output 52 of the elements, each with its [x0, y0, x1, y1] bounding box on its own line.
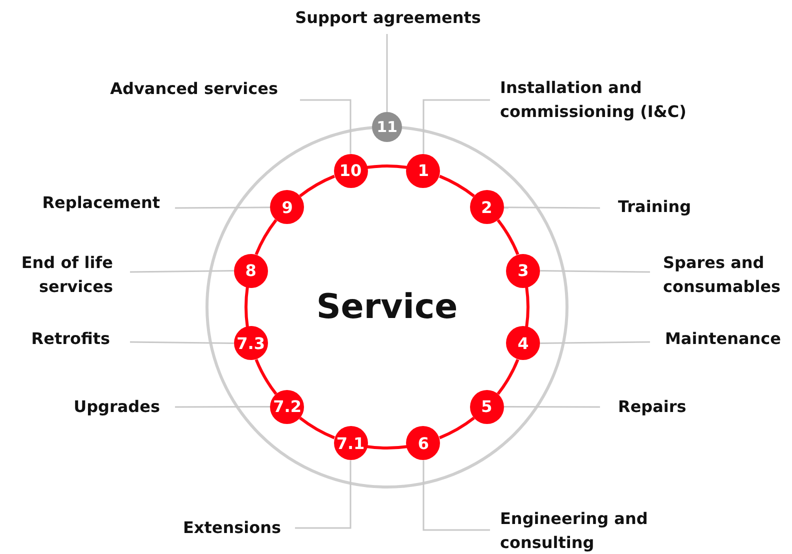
- leader-line: [295, 460, 352, 529]
- ring-arc: [496, 359, 520, 395]
- number-circle: 3: [506, 254, 540, 288]
- leader-line: [422, 99, 490, 154]
- leader-line: [540, 270, 650, 273]
- service-label: Spares and consumables: [663, 251, 788, 299]
- leader-line: [504, 206, 600, 209]
- leader-line: [175, 406, 270, 408]
- ring-arc: [496, 219, 520, 255]
- ring-arc: [525, 287, 530, 327]
- ring-arc: [439, 174, 475, 198]
- ring-arc: [299, 174, 335, 198]
- number-circle: 4: [506, 326, 540, 360]
- service-label: Extensions: [141, 516, 281, 540]
- service-label: End of life services: [0, 251, 113, 299]
- ring-arc: [254, 359, 278, 395]
- leader-line: [422, 460, 490, 531]
- leader-line: [175, 206, 270, 209]
- leader-line: [386, 34, 388, 112]
- ring-arc: [439, 416, 475, 440]
- number-circle: 11: [372, 112, 402, 142]
- leader-line: [504, 406, 600, 408]
- center-title: Service: [315, 287, 459, 327]
- number-circle: 7.1: [334, 426, 368, 460]
- leader-line: [130, 270, 234, 273]
- ring-arc: [244, 287, 249, 327]
- leader-line: [540, 341, 650, 344]
- service-label: Training: [618, 195, 738, 219]
- number-circle: 1: [406, 154, 440, 188]
- number-circle: 8: [234, 254, 268, 288]
- service-label: Retrofits: [0, 327, 110, 351]
- number-circle: 2: [470, 190, 504, 224]
- number-circle: 5: [470, 390, 504, 424]
- ring-arc: [367, 445, 407, 450]
- ring-arc: [299, 416, 335, 440]
- service-label: Support agreements: [268, 6, 508, 30]
- service-label: Repairs: [618, 395, 738, 419]
- leader-line: [130, 341, 234, 344]
- number-circle: 10: [334, 154, 368, 188]
- service-label: Upgrades: [20, 395, 160, 419]
- number-circle: 7.3: [234, 326, 268, 360]
- service-label: Replacement: [0, 191, 160, 215]
- leader-line: [300, 99, 352, 154]
- service-label: Engineering and consulting: [500, 507, 680, 554]
- ring-arc: [367, 164, 407, 169]
- service-label: Advanced services: [0, 77, 278, 101]
- number-circle: 6: [406, 426, 440, 460]
- number-circle: 7.2: [270, 390, 304, 424]
- number-circle: 9: [270, 190, 304, 224]
- ring-arc: [254, 219, 278, 255]
- service-label: Maintenance: [665, 327, 790, 351]
- service-label: Installation and commissioning (I&C): [500, 76, 720, 124]
